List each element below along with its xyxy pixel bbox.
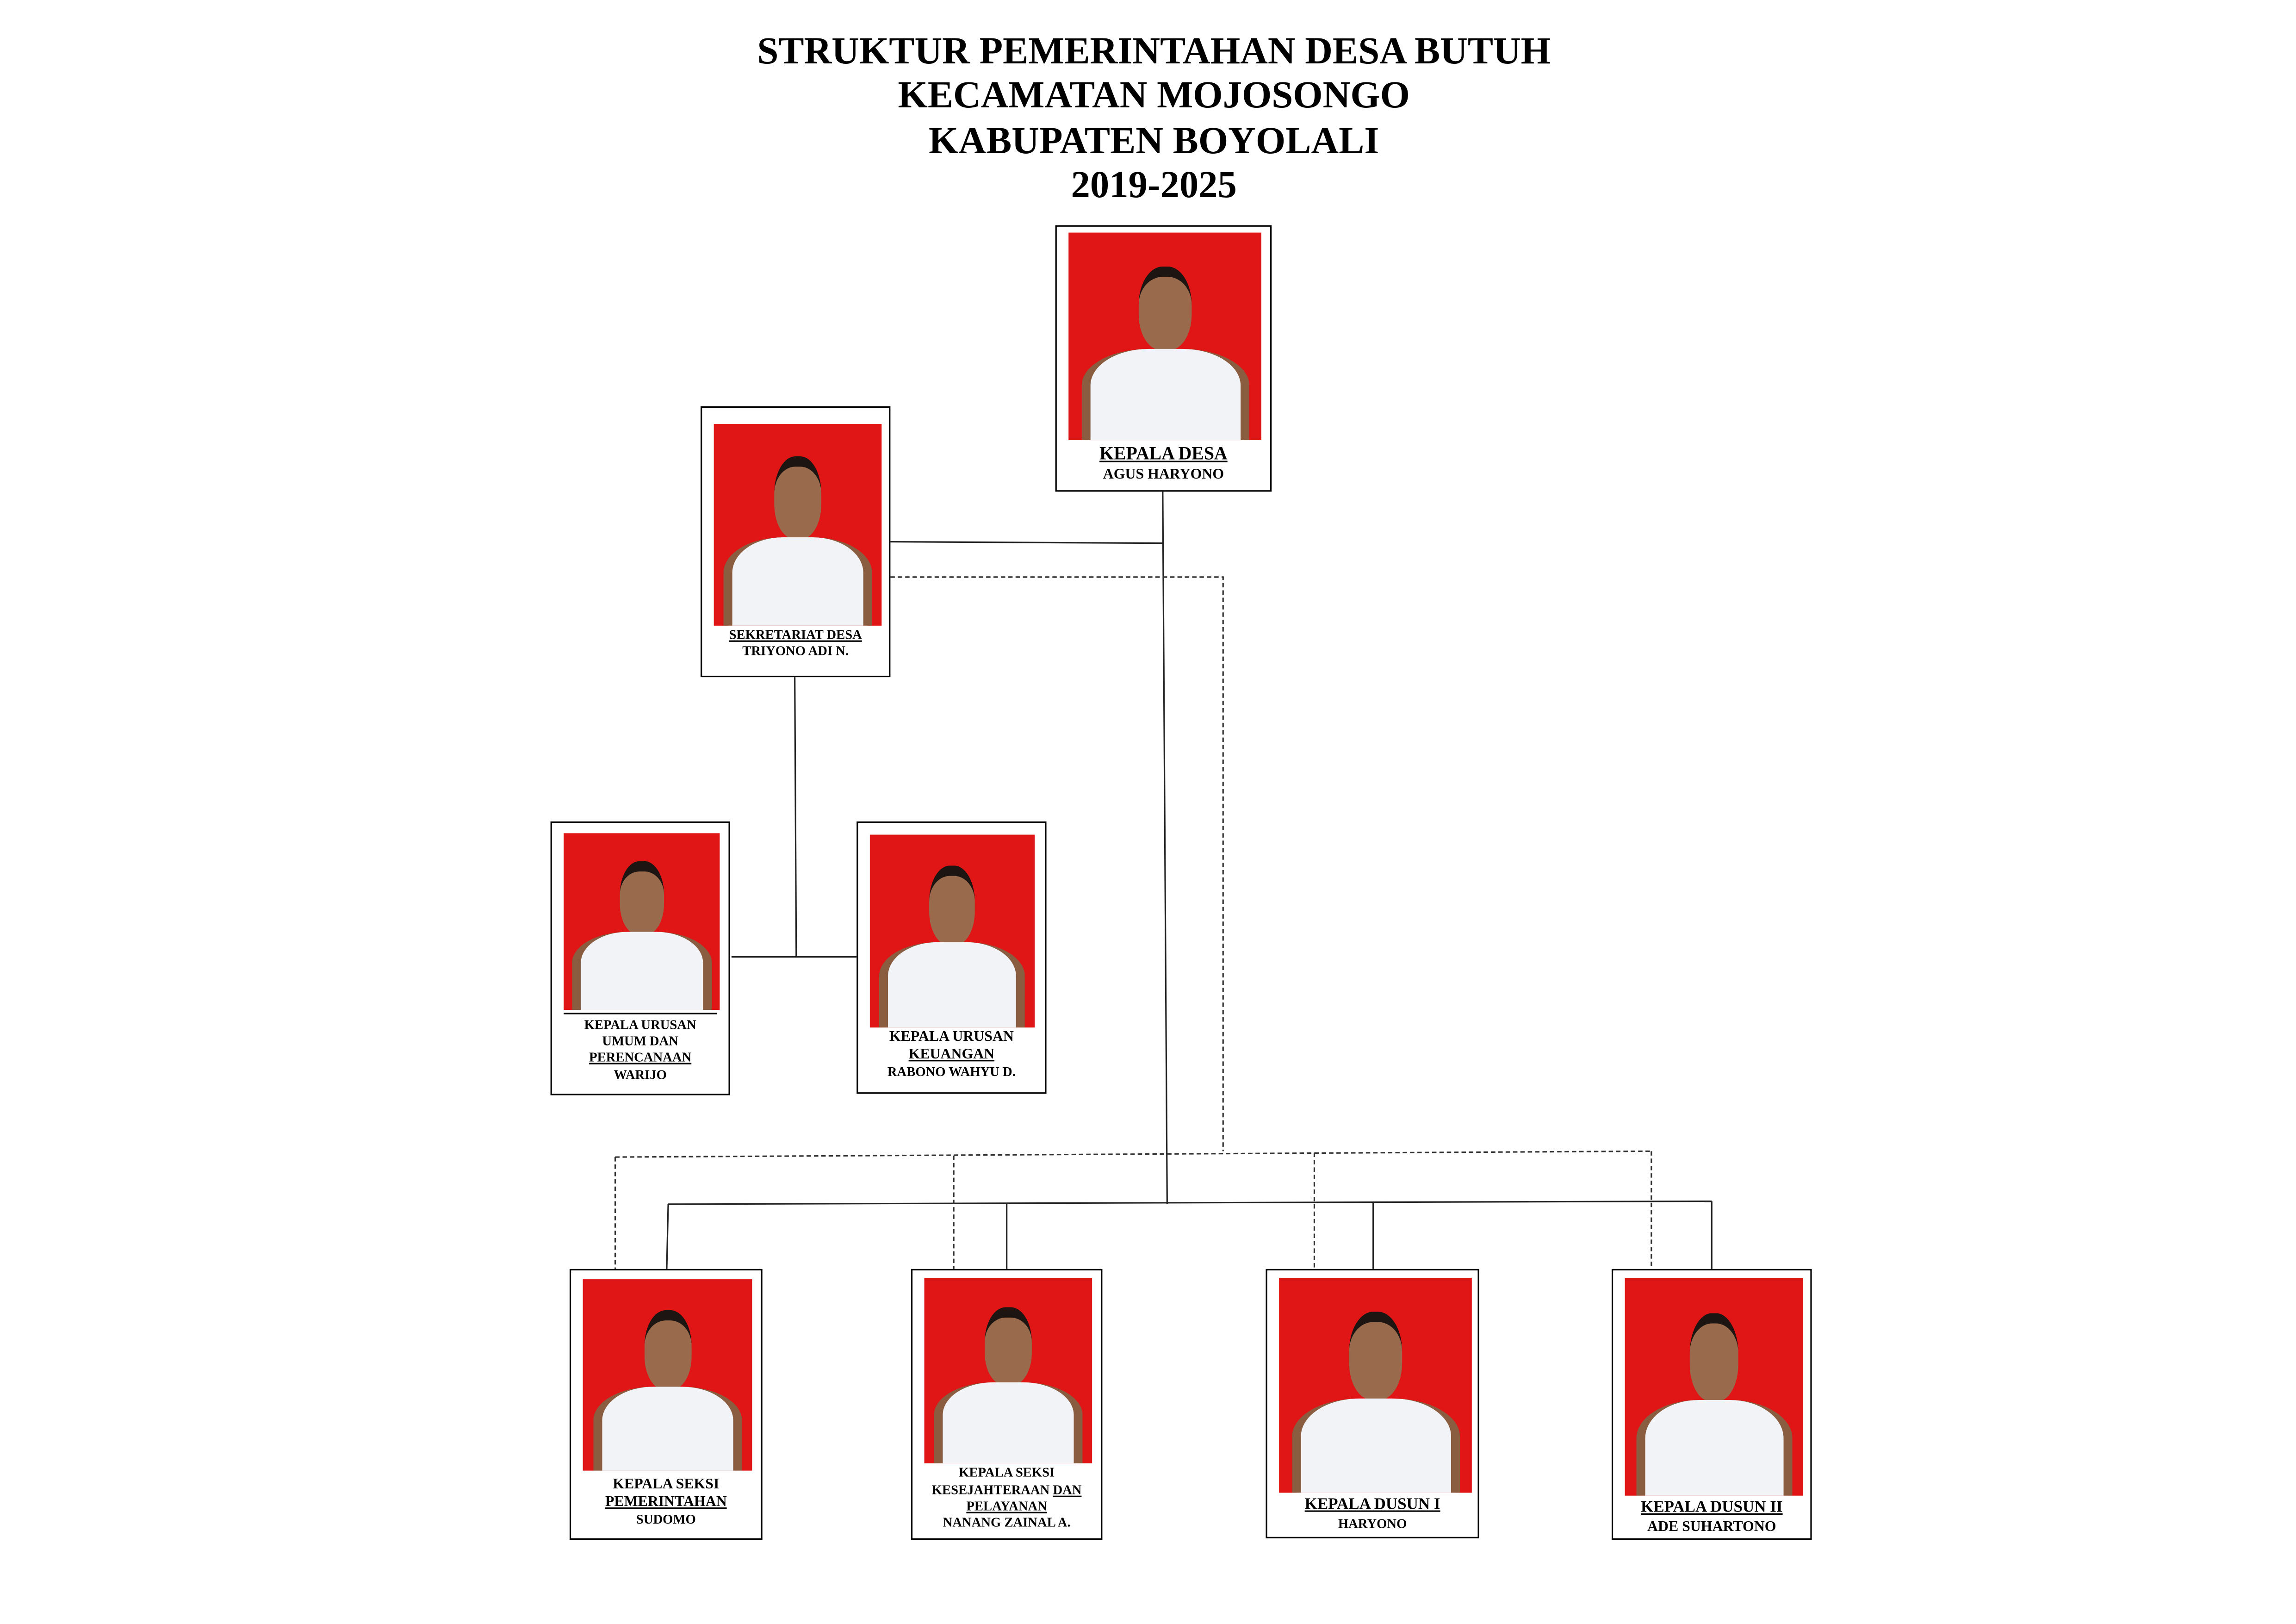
chart-title: STRUKTUR PEMERINTAHAN DESA BUTUH (757, 29, 1551, 72)
role-label: KEUANGAN (908, 1046, 995, 1063)
role-label: KEPALA URUSAN (584, 1017, 696, 1032)
person-name: HARYONO (1338, 1516, 1407, 1531)
card-sekretariat-desa: SEKRETARIAT DESA TRIYONO ADI N. (701, 406, 891, 678)
person-name: RABONO WAHYU D. (887, 1064, 1016, 1079)
card-kasi-pemerintahan: KEPALA SEKSI PEMERINTAHAN SUDOMO (569, 1269, 763, 1540)
role-label: KESEJAHTERAAN (931, 1482, 1053, 1497)
role-label: UMUM DAN (602, 1033, 678, 1048)
role-label: DAN (1053, 1482, 1082, 1497)
role-label: KEPALA DESA (1099, 443, 1228, 464)
portrait-photo (564, 833, 720, 1010)
role-label: KEPALA DUSUN II (1640, 1499, 1783, 1517)
dashed-lines (614, 576, 1652, 1269)
portrait-photo (714, 424, 882, 626)
person-name: WARIJO (614, 1067, 667, 1082)
solid-lines (666, 492, 1713, 1269)
role-label: KEPALA URUSAN (889, 1029, 1014, 1045)
line-secretary-down (794, 677, 797, 957)
role-label: PERENCANAAN (589, 1049, 692, 1064)
role-label: KEPALA DUSUN I (1304, 1495, 1440, 1513)
portrait-photo (924, 1277, 1092, 1463)
card-kepala-dusun-2: KEPALA DUSUN II ADE SUHARTONO (1611, 1269, 1812, 1540)
person-name: TRIYONO ADI N. (742, 643, 849, 658)
role-label: PELAYANAN (966, 1499, 1047, 1513)
role-label: KEPALA SEKSI (613, 1476, 720, 1493)
card-kaur-umum: KEPALA URUSAN UMUM DAN PERENCANAAN WARIJ… (550, 821, 730, 1095)
person-name: SUDOMO (636, 1512, 696, 1527)
card-kepala-desa: KEPALA DESA AGUS HARYONO (1055, 225, 1272, 492)
chart-subtitle-regency: KABUPATEN BOYOLALI (929, 119, 1379, 162)
card-kasi-kesejahteraan: KEPALA SEKSI KESEJAHTERAAN DAN PELAYANAN… (911, 1269, 1103, 1540)
person-name: NANANG ZAINAL A. (943, 1515, 1071, 1530)
card-kepala-dusun-1: KEPALA DUSUN I HARYONO (1266, 1269, 1479, 1538)
line-bottom-bus (668, 1200, 1712, 1205)
role-label: PEMERINTAHAN (605, 1494, 727, 1511)
person-name: AGUS HARYONO (1103, 467, 1224, 483)
card-kaur-keuangan: KEPALA URUSAN KEUANGAN RABONO WAHYU D. (856, 821, 1047, 1094)
portrait-photo (869, 834, 1035, 1028)
portrait-photo (1068, 232, 1261, 441)
person-name: ADE SUHARTONO (1647, 1519, 1776, 1536)
chart-period: 2019-2025 (1071, 163, 1237, 206)
line-secretary (890, 541, 1163, 544)
portrait-photo (583, 1279, 752, 1471)
role-label: SEKRETARIAT DESA (729, 627, 862, 642)
chart-subtitle-district: KECAMATAN MOJOSONGO (898, 74, 1410, 117)
portrait-photo (1279, 1277, 1472, 1493)
role-label: KEPALA SEKSI (959, 1464, 1055, 1480)
portrait-photo (1625, 1277, 1803, 1496)
line-head-main (1162, 492, 1168, 1204)
